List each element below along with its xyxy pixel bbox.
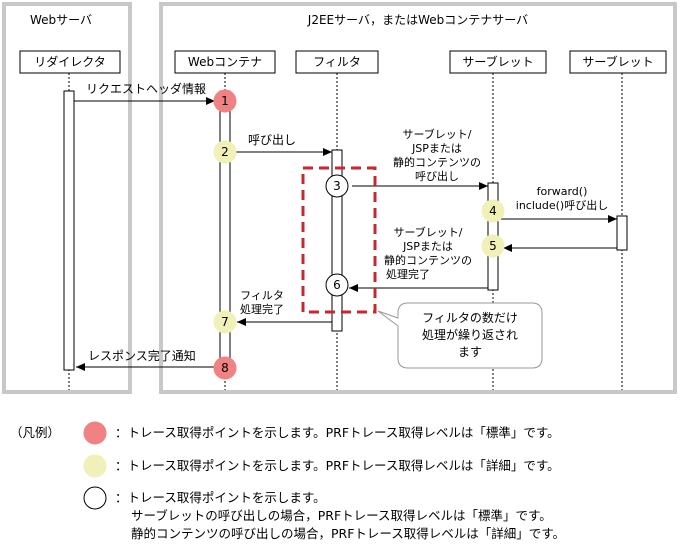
- trace-point-2-label: 2: [221, 145, 229, 159]
- msg-filter-done-line-2: 処理完了: [240, 302, 284, 316]
- web-server-zone-label: Webサーバ: [30, 13, 92, 27]
- legend-standard-icon: [83, 421, 107, 445]
- legend-detail-text: ：トレース取得ポイントを示します。PRFトレース取得レベルは「詳細」です。: [115, 458, 560, 473]
- lifeline-label-filter: フィルタ: [313, 55, 361, 69]
- lifeline-label-servlet-2: サーブレット: [582, 54, 653, 69]
- msg-forward-include-line-2: include()呼び出し: [516, 198, 608, 212]
- activation-servlet-2: [616, 215, 628, 251]
- legend-standard-text: ：トレース取得ポイントを示します。PRFトレース取得レベルは「標準」です。: [115, 425, 560, 440]
- legend-plain-text-3: 静的コンテンツの呼び出しの場合，PRFトレース取得レベルは「詳細」です。: [131, 526, 566, 541]
- trace-point-1-label: 1: [221, 94, 229, 108]
- msg-response-done: レスポンス完了通知: [88, 348, 196, 363]
- trace-point-4-label: 4: [489, 204, 497, 218]
- msg-call: 呼び出し: [248, 133, 296, 147]
- j2ee-server-zone: [159, 2, 677, 394]
- lifeline-header-redirector: リダイレクタ: [19, 50, 121, 74]
- trace-point-7-label: 7: [221, 315, 229, 329]
- callout-line-1: フィルタの数だけ: [422, 310, 518, 325]
- trace-point-8: 8: [213, 356, 237, 380]
- trace-point-8-label: 8: [221, 361, 229, 375]
- callout-box: [377, 302, 543, 369]
- legend-plain-text-2: サーブレットの呼び出しの場合，PRFトレース取得レベルは「標準」です。: [131, 508, 552, 523]
- legend-plain-text-1: ：トレース取得ポイントを示します。: [115, 490, 326, 505]
- activation-redirector: [63, 90, 75, 371]
- lifeline-label-web-container: Webコンテナ: [188, 55, 262, 69]
- legend-plain-icon: [83, 486, 107, 510]
- web-server-zone: [2, 2, 132, 394]
- msg-filter-done-line-1: フィルタ: [240, 289, 284, 302]
- trace-point-5-label: 5: [489, 239, 497, 253]
- trace-point-1: 1: [213, 89, 237, 113]
- msg-servlet-jsp-call: サーブレット/ JSPまたは 静的コンテンツの 呼び出し: [393, 127, 481, 183]
- msg-servlet-jsp-call-line-1: サーブレット/: [402, 127, 471, 141]
- msg-servlet-jsp-done-line-2: JSPまたは: [402, 240, 453, 253]
- lifeline-label-servlet-1: サーブレット: [462, 54, 533, 69]
- legend-heading: （凡例）: [10, 425, 61, 440]
- msg-request-header: リクエストヘッダ情報: [86, 81, 206, 96]
- msg-forward-include-line-1: forward(): [537, 185, 588, 198]
- trace-point-2: 2: [213, 140, 237, 164]
- trace-point-3: 3: [325, 174, 349, 198]
- trace-point-7: 7: [213, 310, 237, 334]
- lifeline-label-redirector: リダイレクタ: [34, 54, 106, 69]
- callout-line-3: ます: [458, 345, 482, 359]
- trace-point-6-label: 6: [333, 278, 341, 292]
- msg-servlet-jsp-call-line-4: 呼び出し: [415, 169, 459, 183]
- lifeline-header-servlet-1: サーブレット: [449, 50, 547, 74]
- legend-detail-icon: [83, 454, 107, 478]
- msg-servlet-jsp-done-line-3: 静的コンテンツの: [384, 253, 472, 267]
- msg-servlet-jsp-call-line-3: 静的コンテンツの: [393, 155, 481, 169]
- j2ee-server-zone-label: J2EEサーバ，またはWebコンテナサーバ: [307, 13, 528, 27]
- trace-point-5: 5: [481, 234, 505, 258]
- msg-servlet-jsp-done-line-1: サーブレット/: [393, 225, 462, 239]
- activation-filter: [331, 149, 343, 332]
- trace-point-4: 4: [481, 199, 505, 223]
- lifeline-header-servlet-2: サーブレット: [569, 50, 667, 74]
- callout-line-2: 処理が繰り返され: [422, 327, 518, 342]
- filter-loop-region: [301, 166, 377, 314]
- trace-point-3-label: 3: [333, 179, 341, 193]
- lifeline-header-filter: フィルタ: [295, 50, 379, 74]
- msg-servlet-jsp-done-line-4: 処理完了: [386, 267, 430, 281]
- msg-servlet-jsp-call-line-2: JSPまたは: [411, 142, 462, 155]
- trace-point-6: 6: [325, 273, 349, 297]
- lifeline-header-web-container: Webコンテナ: [174, 50, 276, 74]
